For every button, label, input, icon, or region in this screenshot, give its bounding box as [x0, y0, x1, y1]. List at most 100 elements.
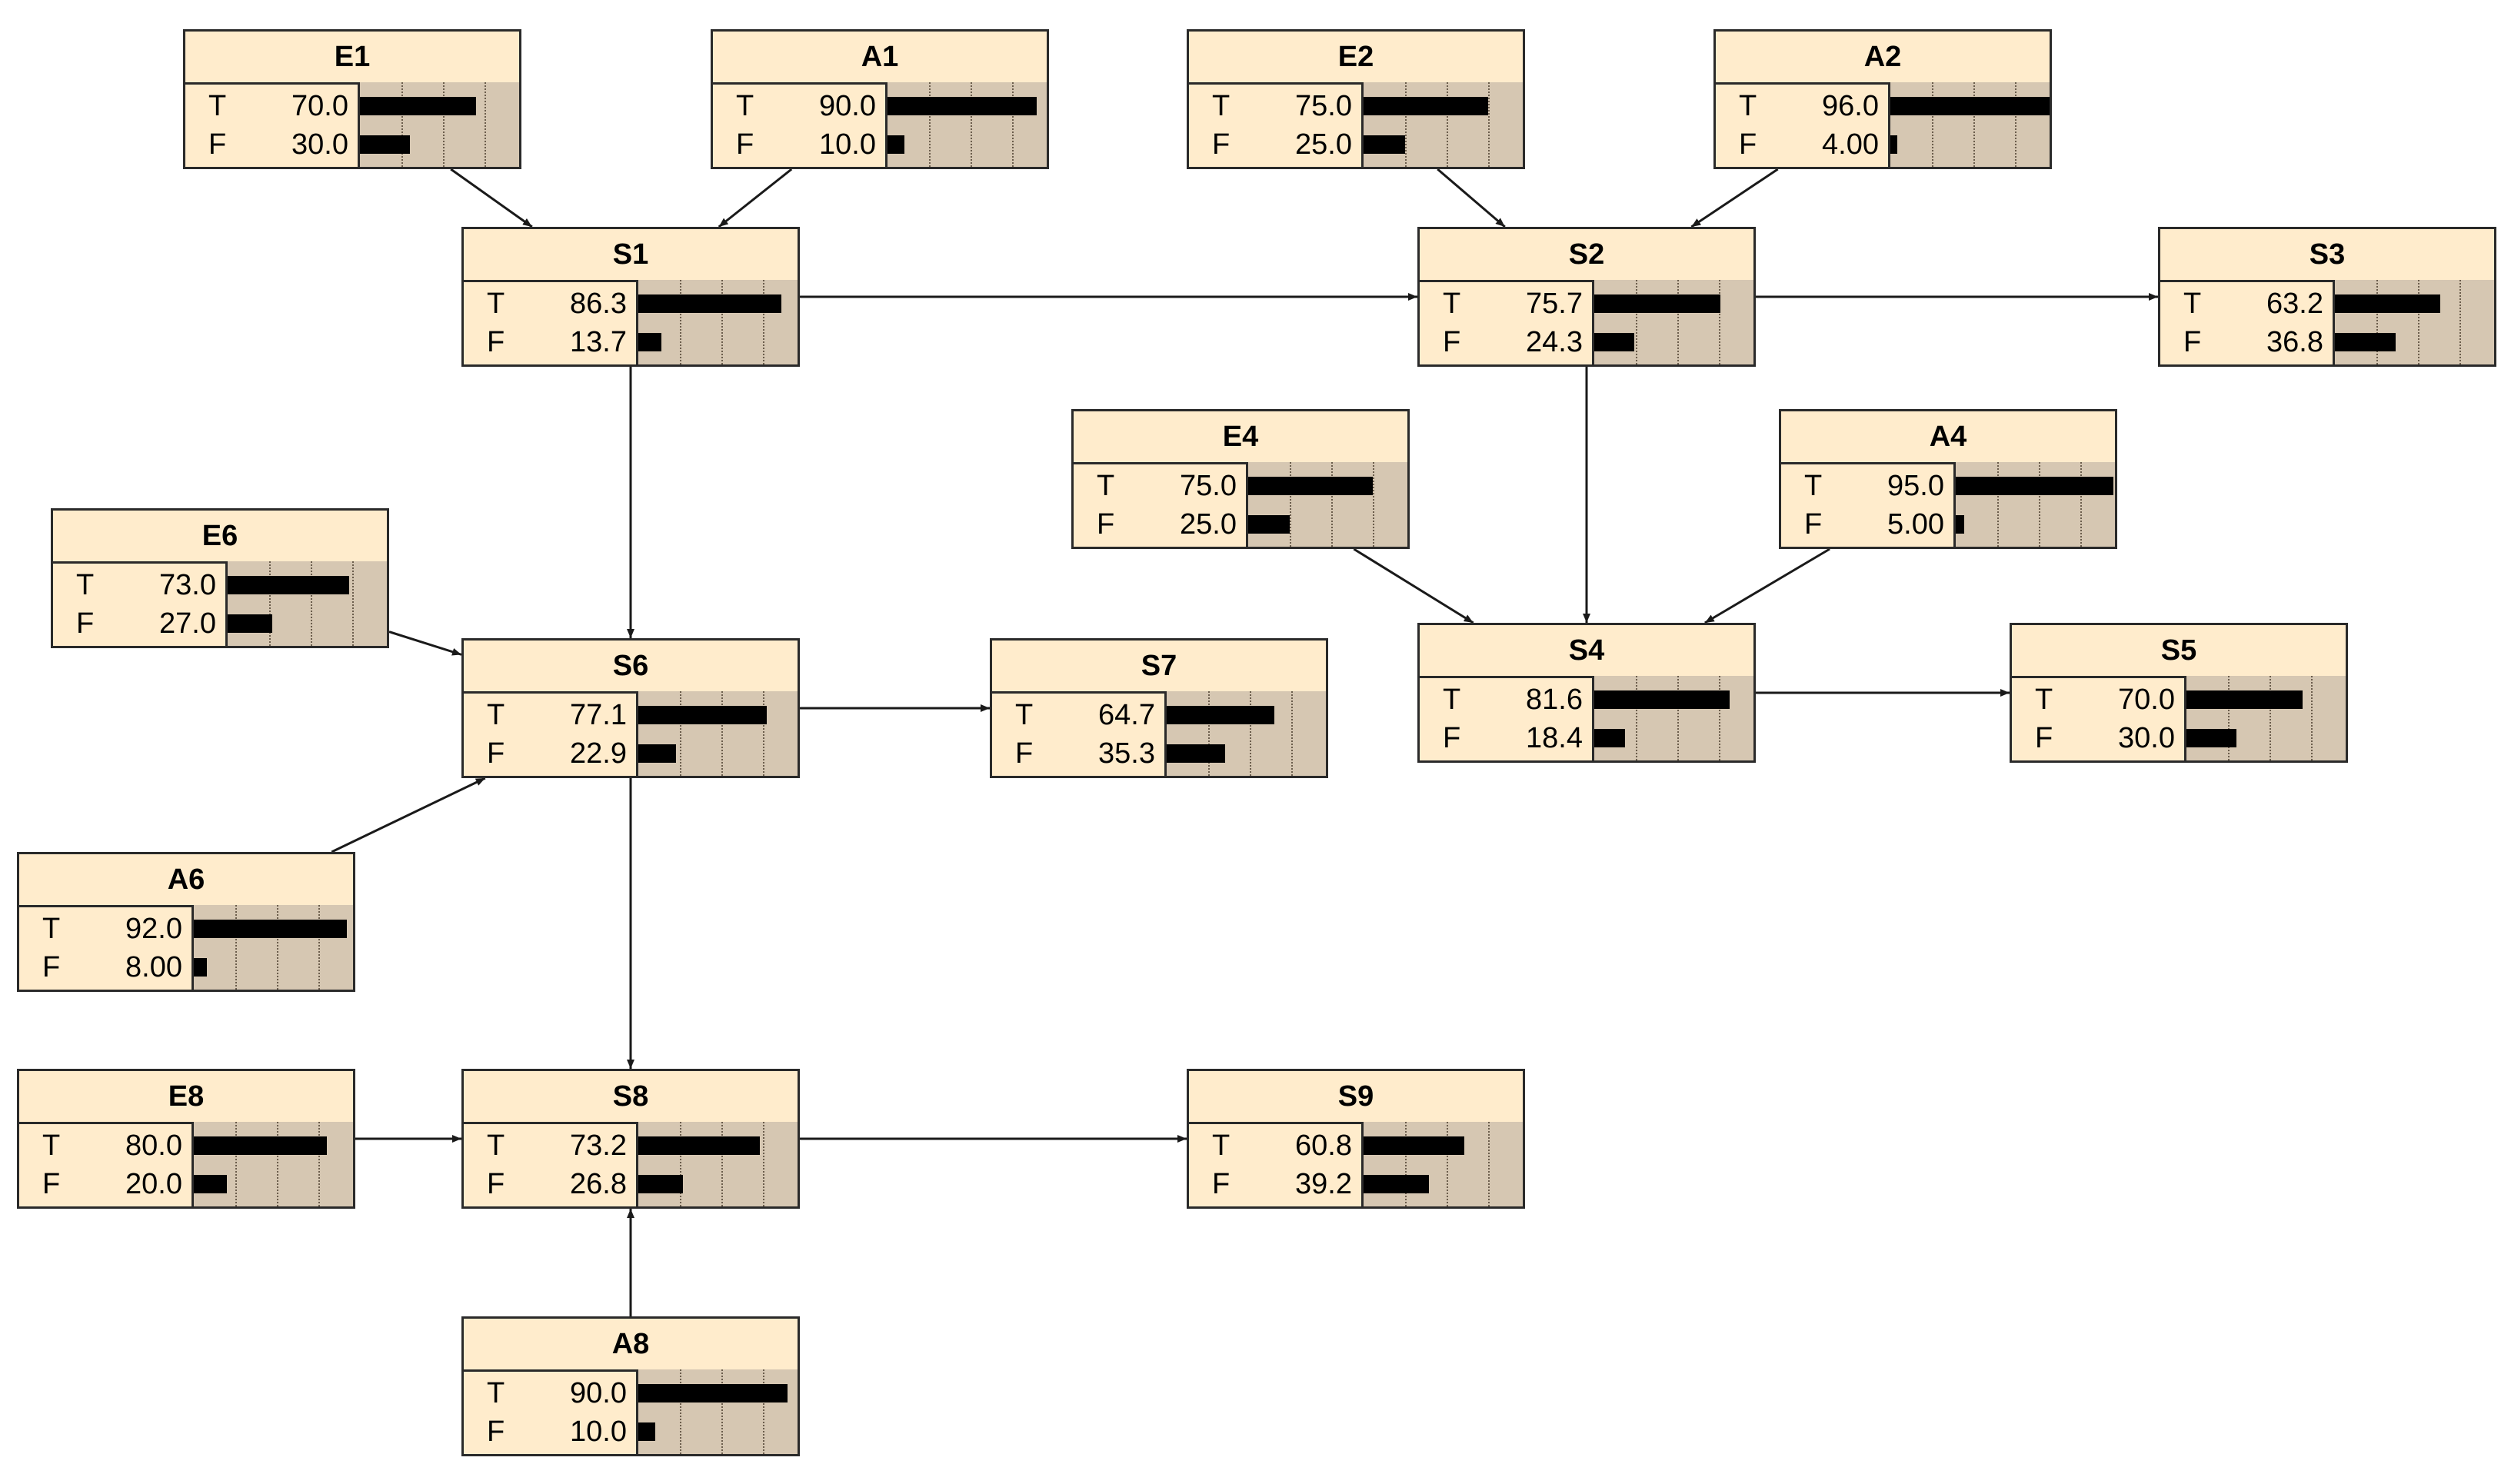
state-label: F [1804, 508, 1823, 541]
state-label: T [736, 90, 754, 122]
state-probability: 70.0 [291, 90, 348, 122]
state-probability: 86.3 [570, 288, 627, 320]
bar-grid-line [485, 82, 486, 167]
bar-grid-line [1997, 462, 1999, 547]
state-probability: 4.00 [1822, 128, 1879, 161]
bar-grid-line [1405, 1122, 1407, 1206]
state-label: F [487, 326, 505, 358]
bar-grid-line [1447, 1122, 1448, 1206]
probability-bar [638, 333, 661, 351]
bar-grid-line [352, 561, 354, 646]
probability-bar [888, 97, 1037, 115]
state-label: F [2183, 326, 2202, 358]
probability-bar [2186, 690, 2303, 709]
state-probability: 92.0 [125, 913, 182, 945]
bar-grid-line [1331, 462, 1333, 547]
bar-grid-line [680, 691, 681, 776]
node-title: A8 [464, 1319, 798, 1372]
bar-grid-line [763, 280, 764, 364]
state-label: T [487, 288, 505, 320]
state-label: F [736, 128, 754, 161]
probability-bar [194, 958, 207, 977]
state-probability: 75.0 [1295, 90, 1352, 122]
bar-grid-line [1636, 280, 1637, 364]
probability-bar [638, 1422, 655, 1441]
state-label: T [487, 699, 505, 731]
probability-bar-area [2333, 280, 2494, 364]
probability-bar [1167, 744, 1225, 763]
state-probability: 10.0 [570, 1416, 627, 1448]
probability-bar-area [191, 905, 353, 990]
state-row: T 86.3 [464, 284, 636, 323]
probability-bar [1956, 515, 1964, 534]
bar-grid-line [1677, 280, 1679, 364]
probability-bar [1594, 690, 1730, 709]
bar-grid-line [971, 82, 972, 167]
bar-grid-line [318, 905, 320, 990]
probability-bar [1364, 97, 1488, 115]
state-probability: 90.0 [570, 1377, 627, 1409]
probability-bar-area [1164, 691, 1326, 776]
state-label: T [1212, 1130, 1231, 1162]
state-label: T [1443, 684, 1461, 716]
state-probability: 5.00 [1887, 508, 1944, 541]
bar-grid-line [2228, 676, 2230, 760]
state-probability: 10.0 [819, 128, 876, 161]
probability-bar [228, 614, 272, 633]
state-probability: 30.0 [291, 128, 348, 161]
node-title: E8 [19, 1071, 353, 1124]
bar-grid-line [721, 1369, 723, 1454]
state-label: F [208, 128, 227, 161]
state-label: T [1739, 90, 1757, 122]
state-probability: 80.0 [125, 1130, 182, 1162]
bar-grid-line [721, 691, 723, 776]
node-title: S3 [2160, 229, 2494, 282]
edge-e4-to-s4 [1353, 547, 1474, 624]
probability-bar-area [1361, 1122, 1523, 1206]
state-label: T [42, 913, 61, 945]
bar-grid-line [1373, 462, 1374, 547]
bar-grid-line [2376, 280, 2378, 364]
probability-bar [2335, 333, 2396, 351]
probability-bar-area [1888, 82, 2050, 167]
probability-bar [1890, 135, 1897, 154]
bar-grid-line [1973, 82, 1975, 167]
state-label: T [2183, 288, 2202, 320]
bar-grid-line [2080, 462, 2082, 547]
state-probability: 64.7 [1098, 699, 1155, 731]
state-label: F [487, 1168, 505, 1200]
